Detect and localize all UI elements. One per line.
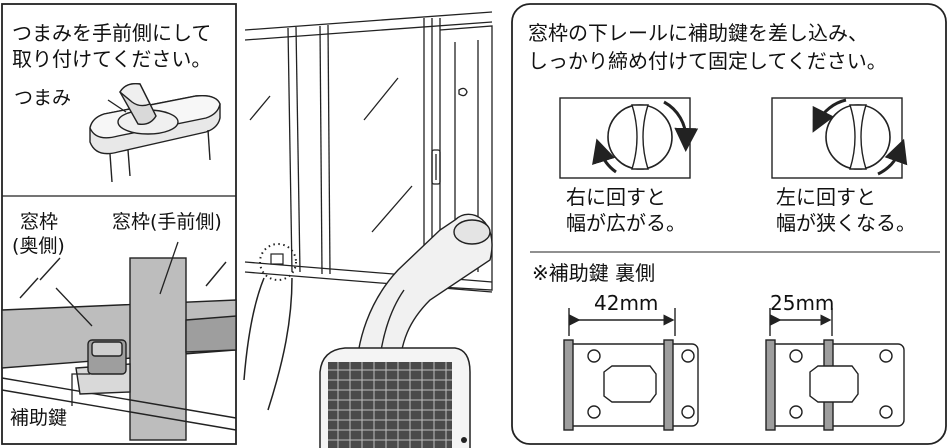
aux-lock-small — [270, 253, 284, 265]
aux-lock-label: 補助鍵 — [10, 407, 68, 429]
dimension-25mm-label: 25mm — [770, 291, 835, 315]
frame-back-label-line1: 窓枠 — [20, 211, 59, 233]
frame-front-label: 窓枠(手前側) — [112, 211, 222, 233]
aux-lock-leader — [71, 373, 90, 406]
frame-back-label-line2: (奥側) — [12, 235, 65, 257]
callout-leader — [243, 277, 265, 381]
frame-section-illustration — [1, 257, 237, 441]
callout-leader-2 — [267, 277, 293, 411]
turn-left-caption-line2: 幅が狭くなる。 — [776, 211, 916, 235]
frame-front-leader — [159, 241, 179, 295]
knob-label: つまみ — [14, 87, 72, 109]
frame-back-leader — [55, 287, 93, 327]
aux-lock-back-narrow — [765, 339, 905, 431]
turn-right-caption-line1: 右に回すと — [566, 185, 666, 209]
dial-turn-right-diagram — [559, 97, 699, 179]
dimension-25mm — [769, 308, 833, 336]
dimension-42mm — [568, 308, 676, 336]
knob-leader-line — [107, 99, 127, 113]
right-instruction-line1: 窓枠の下レールに補助鍵を差し込み、 — [528, 21, 868, 45]
turn-right-caption-line2: 幅が広がる。 — [566, 211, 686, 235]
left-detail-panel — [1, 3, 237, 445]
back-side-title: ※補助鍵 裏側 — [532, 261, 656, 285]
aux-lock-back-wide — [563, 339, 699, 431]
detail-callout-circle — [259, 243, 297, 281]
left-instruction-line1: つまみを手前側にして — [12, 21, 212, 45]
portable-ac-unit — [319, 347, 471, 448]
left-instruction-line2: 取り付けてください。 — [12, 47, 212, 71]
dimension-42mm-label: 42mm — [594, 291, 659, 315]
right-instruction-line2: しっかり締め付けて固定してください。 — [528, 49, 887, 73]
knob-illustration — [89, 82, 221, 183]
turn-left-caption-line1: 左に回すと — [776, 185, 876, 209]
dial-turn-left-diagram — [771, 97, 908, 179]
